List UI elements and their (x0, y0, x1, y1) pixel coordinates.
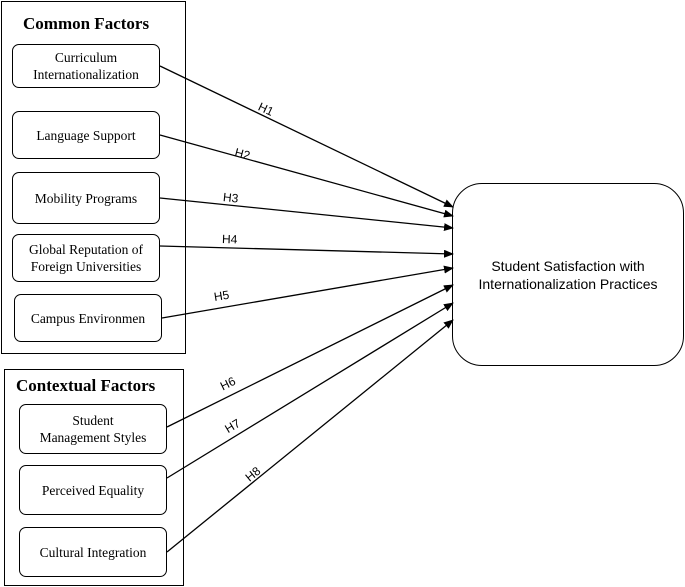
factor-label: Student Management Styles (39, 413, 147, 445)
arrow-h1 (159, 65, 454, 208)
hypothesis-label-h5: H5 (212, 287, 231, 304)
arrow-h4 (159, 245, 454, 258)
contextual-factors-title: Contextual Factors (16, 376, 156, 395)
factor-campus-environment: Campus Environmen (14, 294, 162, 342)
arrow-h8 (166, 319, 454, 553)
factor-global-reputation: Global Reputation of Foreign Universitie… (12, 234, 160, 282)
arrow-h7 (166, 302, 454, 479)
factor-mobility-programs: Mobility Programs (12, 172, 160, 224)
hypothesis-label-h3: H3 (222, 190, 239, 206)
factor-label: Perceived Equality (41, 482, 145, 498)
common-factors-title: Common Factors (23, 14, 150, 33)
factor-label: Global Reputation of Foreign Universitie… (29, 242, 143, 274)
factor-label: Mobility Programs (34, 190, 138, 206)
factor-label: Cultural Integration (39, 544, 147, 560)
factor-perceived-equality: Perceived Equality (19, 465, 167, 515)
factor-curriculum-internationalization: Curriculum Internationalization (12, 44, 160, 88)
factor-label: Curriculum Internationalization (33, 50, 139, 82)
factor-cultural-integration: Cultural Integration (19, 527, 167, 577)
arrow-h5 (161, 265, 454, 319)
outcome-label: Student Satisfaction with Internationali… (478, 257, 658, 292)
factor-label: Language Support (36, 127, 136, 143)
factor-language-support: Language Support (12, 111, 160, 159)
outcome-student-satisfaction: Student Satisfaction with Internationali… (452, 183, 684, 366)
hypothesis-label-h4: H4 (221, 232, 238, 247)
factor-label: Campus Environmen (30, 310, 146, 326)
arrow-h2 (159, 134, 454, 218)
arrow-h6 (166, 284, 454, 428)
factor-student-management-styles: Student Management Styles (19, 404, 167, 454)
arrow-h3 (159, 197, 454, 232)
